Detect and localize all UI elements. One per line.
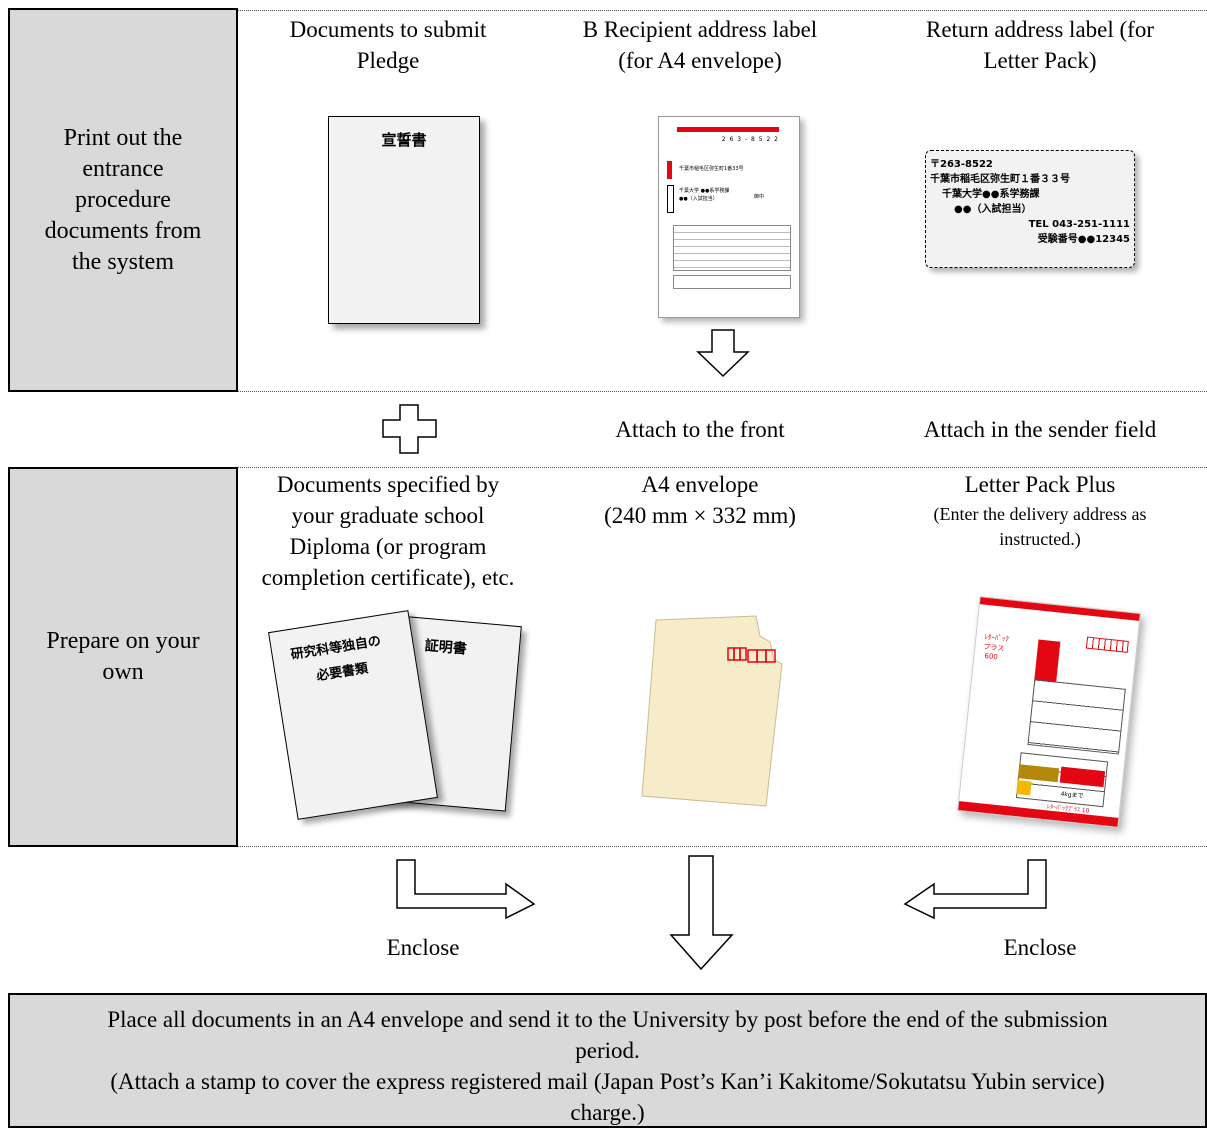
return-org: 千葉大学●●系学務課 [942, 189, 1040, 200]
enclose-right-text: Enclose [1003, 935, 1077, 960]
pledge-title: 宣誓書 [381, 131, 427, 149]
label-red-bar [677, 127, 779, 132]
caption-letter-pack: Letter Pack Plus (Enter the delivery add… [933, 472, 1147, 549]
letter-pack-red-tab [1033, 639, 1061, 686]
row2-bottom-divider [238, 846, 1207, 847]
enclose-left-text: Enclose [386, 935, 460, 960]
letter-pack-price: 600 [984, 651, 999, 662]
pledge-document: 宣誓書 [328, 116, 480, 324]
plus-icon [382, 404, 437, 454]
label-postal-code: 2 6 3 - 8 5 2 2 [721, 136, 779, 143]
submission-instructions: Place all documents in an A4 envelope an… [8, 993, 1207, 1128]
return-dept: ●●（入試担当） [954, 204, 1032, 215]
return-exam-no: 受験番号●●12345 [1037, 234, 1130, 245]
return-address: 千葉市稲毛区弥生町１番３３号 [930, 174, 1070, 185]
enclose-right-arrow-icon [396, 859, 536, 920]
letter-pack-plus: ﾚﾀｰﾊﾟｯｸ プラス 600 4kgまで ﾚﾀｰﾊﾟｯｸﾌﾟﾗｽ 10 [957, 596, 1141, 828]
graduate-school-documents-paper: 研究科等独自の 必要書類 [268, 610, 438, 820]
print-out-label: Print out the entrance procedure documen… [44, 124, 202, 275]
return-tel: TEL 043-251-1111 [1028, 219, 1130, 230]
print-out-panel: Print out the entrance procedure documen… [8, 8, 238, 392]
row1-bottom-divider [238, 391, 1207, 392]
letter-pack-top-stripe [979, 597, 1140, 621]
recipient-label-sheet: 2 6 3 - 8 5 2 2 千葉市稲毛区弥生町1番33号 千葉大学 ●●系学… [658, 116, 800, 318]
label-recipient: 千葉大学 ●●系学務課 [679, 188, 730, 194]
caption-own-documents: Documents specified by your graduate sch… [261, 472, 515, 590]
enclose-left-arrow-icon [903, 859, 1047, 920]
caption-recipient-label: B Recipient address label (for A4 envelo… [582, 17, 818, 73]
letter-pack-yellow-block [1016, 780, 1032, 796]
letter-pack-address-grid [1027, 679, 1126, 755]
return-postal: 〒263-8522 [930, 159, 993, 170]
label-black-mark [667, 185, 674, 213]
caption-return-label: Return address label (for Letter Pack) [925, 17, 1154, 73]
row2-top-divider [238, 467, 1207, 468]
envelope-postal-code-boxes [727, 647, 776, 663]
label-honorific: 御中 [754, 194, 765, 200]
label-footer-box [673, 275, 791, 289]
row1-top-divider [238, 10, 1207, 11]
caption-pledge: Documents to submit Pledge [289, 17, 487, 73]
letter-pack-postal-boxes [1085, 636, 1129, 653]
a4-envelope [641, 615, 783, 807]
label-recipient-sub: ●●（入試担当） [679, 196, 718, 202]
down-arrow-icon [696, 329, 750, 378]
caption-a4-envelope: A4 envelope (240 mm × 332 mm) [604, 472, 796, 528]
attach-sender-text: Attach in the sender field [923, 417, 1157, 442]
attach-front-text: Attach to the front [615, 417, 785, 442]
label-red-mark [667, 161, 672, 179]
label-info-table [673, 225, 791, 271]
label-address: 千葉市稲毛区弥生町1番33号 [679, 166, 744, 172]
prepare-own-label: Prepare on your own [46, 628, 200, 685]
prepare-own-panel: Prepare on your own [8, 467, 238, 847]
return-address-label: 〒263-8522 千葉市稲毛区弥生町１番３３号 千葉大学●●系学務課 ●●（入… [925, 150, 1135, 268]
enclose-down-arrow-icon [669, 855, 734, 971]
